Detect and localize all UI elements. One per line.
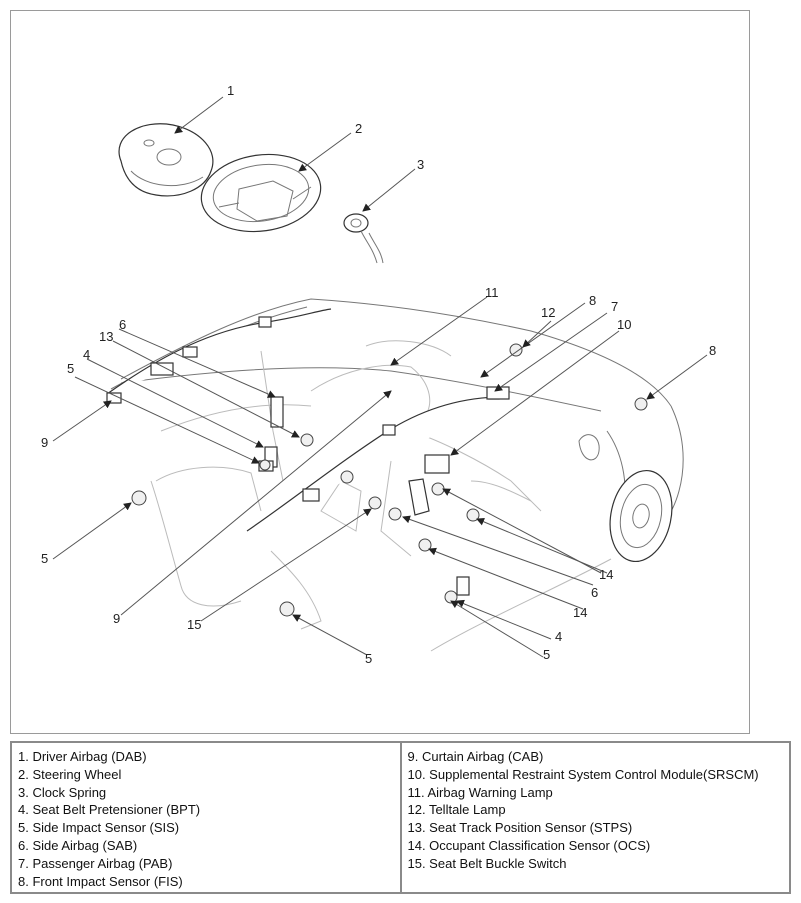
callout-9-bottom: 9 <box>113 611 120 626</box>
driver-airbag-module <box>118 123 214 197</box>
callout-1: 1 <box>227 83 234 98</box>
callout-11: 11 <box>485 285 499 300</box>
legend-item: 12. Telltale Lamp <box>407 802 506 818</box>
callout-5-lower-left: 5 <box>41 551 48 566</box>
callout-12: 12 <box>541 305 555 320</box>
legend-item: 14. Occupant Classification Sensor (OCS) <box>407 837 651 853</box>
legend-item: 5. Side Impact Sensor (SIS) <box>18 820 180 836</box>
callout-6-top: 6 <box>119 317 126 332</box>
vehicle-body-outline <box>110 298 684 652</box>
callout-15: 15 <box>187 617 201 632</box>
callout-10: 10 <box>617 317 631 332</box>
clock-spring <box>343 213 384 264</box>
callout-14-lower: 14 <box>573 605 587 620</box>
legend-column-right: 9. Curtain Airbag (CAB) 10. Supplemental… <box>399 743 790 892</box>
curtain-airbag-right <box>246 390 510 532</box>
legend-item: 2. Steering Wheel <box>18 766 122 782</box>
parts-legend: 1. Driver Airbag (DAB) 2. Steering Wheel… <box>10 741 791 894</box>
callout-9-left: 9 <box>41 435 48 450</box>
side-airbag-module <box>270 396 284 428</box>
legend-item: 9. Curtain Airbag (CAB) <box>407 749 544 764</box>
legend-item: 4. Seat Belt Pretensioner (BPT) <box>18 802 201 818</box>
airbag-system-diagram: 1 2 3 11 12 8 7 10 8 6 13 4 5 9 5 9 15 5… <box>10 10 750 734</box>
legend-item: 3. Clock Spring <box>18 784 107 800</box>
curtain-airbag-left <box>106 308 332 395</box>
occupant-classification-sensor <box>408 478 430 516</box>
callout-14-upper: 14 <box>599 567 613 582</box>
callout-13: 13 <box>99 329 113 344</box>
callout-5-bottom: 5 <box>365 651 372 666</box>
callout-3: 3 <box>417 157 424 172</box>
callout-5-left: 5 <box>67 361 74 376</box>
legend-column-left: 1. Driver Airbag (DAB) 2. Steering Wheel… <box>12 743 400 892</box>
legend-item: 11. Airbag Warning Lamp <box>407 784 553 800</box>
legend-item: 10. Supplemental Restraint System Contro… <box>407 766 759 782</box>
legend-item: 13. Seat Track Position Sensor (STPS) <box>407 820 633 836</box>
callout-4-right: 4 <box>555 629 562 644</box>
callout-8-top: 8 <box>589 293 596 308</box>
callout-4-left: 4 <box>83 347 90 362</box>
legend-item: 1. Driver Airbag (DAB) <box>18 749 147 764</box>
srscm-module <box>424 454 450 474</box>
legend-item: 7. Passenger Airbag (PAB) <box>18 855 173 871</box>
callout-5-right: 5 <box>543 647 550 662</box>
callout-7: 7 <box>611 299 618 314</box>
diagram-drawing: 1 2 3 11 12 8 7 10 8 6 13 4 5 9 5 9 15 5… <box>41 83 716 666</box>
legend-item: 15. Seat Belt Buckle Switch <box>407 855 567 871</box>
callout-8-right: 8 <box>709 343 716 358</box>
callout-2: 2 <box>355 121 362 136</box>
sensor-location-markers <box>131 343 648 617</box>
steering-wheel <box>200 153 322 233</box>
seat-belt-buckle-switch <box>456 576 470 596</box>
legend-item: 8. Front Impact Sensor (FIS) <box>18 873 183 889</box>
callout-6-right: 6 <box>591 585 598 600</box>
legend-item: 6. Side Airbag (SAB) <box>18 837 138 853</box>
leader-lines <box>52 96 708 658</box>
